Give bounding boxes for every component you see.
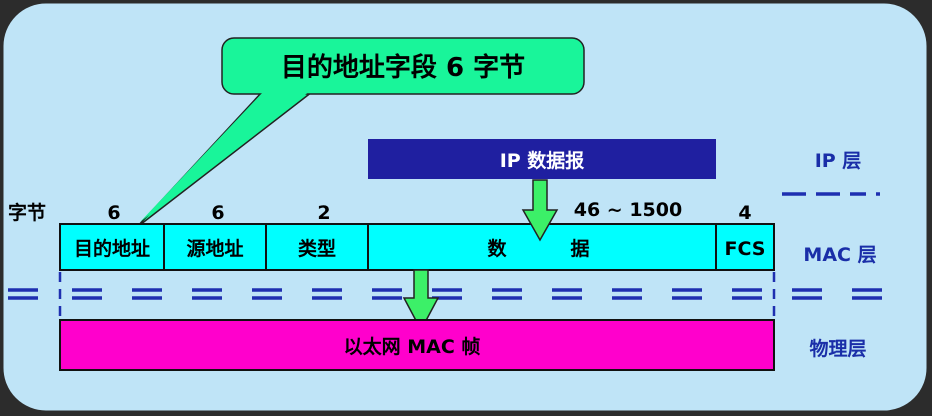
field-type (265, 223, 369, 271)
ip-datagram-label: IP 数据报 (500, 149, 585, 172)
ip-layer-label: IP 层 (815, 150, 862, 172)
field-src-addr (163, 223, 267, 271)
diagram-panel (3, 3, 927, 411)
field-size-src: 6 (211, 202, 224, 224)
down-arrow-ip-to-data (521, 179, 559, 242)
field-dest-addr (59, 223, 165, 271)
bytes-label: 字节 (8, 201, 46, 224)
field-size-fcs: 4 (738, 202, 751, 224)
mac-physical-separator (8, 288, 882, 300)
mac-layer-label: MAC 层 (803, 244, 876, 266)
field-dest-addr-label: 目的地址 (74, 237, 150, 260)
field-src-addr-label: 源地址 (186, 237, 243, 260)
field-size-type: 2 (317, 202, 330, 224)
callout-box (221, 37, 585, 95)
callout-text: 目的地址字段 6 字节 (281, 52, 525, 83)
field-size-data: 46 ~ 1500 (574, 199, 682, 221)
down-arrow-mac-to-frame (402, 269, 440, 332)
callout-pointer-mask (140, 91, 310, 222)
field-fcs (715, 223, 775, 271)
field-fcs-label: FCS (725, 238, 766, 260)
mac-fields-row (59, 223, 775, 271)
field-data-label-2: 据 (570, 237, 589, 260)
ip-datagram-box (368, 139, 716, 179)
ethernet-frame-label: 以太网 MAC 帧 (344, 335, 481, 358)
ethernet-frame-box (59, 319, 775, 371)
frame-boundary-lines (58, 272, 776, 318)
field-data-label-1: 数 (487, 237, 507, 260)
field-size-dest: 6 (107, 202, 120, 224)
physical-layer-label: 物理层 (809, 337, 866, 360)
field-type-label: 类型 (298, 237, 336, 260)
